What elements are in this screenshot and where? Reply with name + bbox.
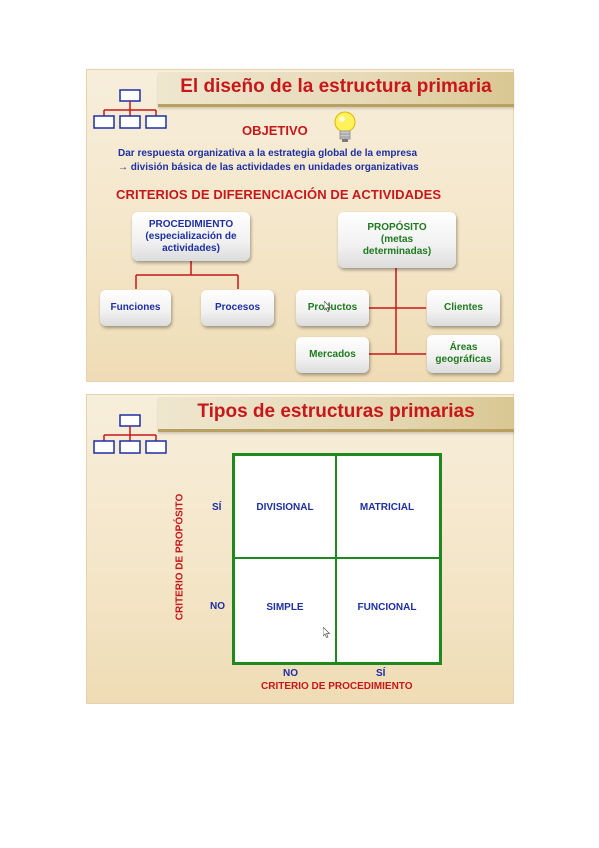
proposito-subtitle: (metas xyxy=(380,234,414,245)
slide-title: El diseño de la estructura primaria xyxy=(180,76,492,97)
clientes-box: Clientes xyxy=(427,290,500,326)
objetivo-line-2: → división básica de las actividades en … xyxy=(118,161,419,173)
areas-geograficas-box: Áreas geográficas xyxy=(427,335,500,373)
x-axis-low-label: NO xyxy=(283,668,298,679)
funciones-box: Funciones xyxy=(100,290,171,326)
procedimiento-title: PROCEDIMIENTO xyxy=(148,218,234,230)
lightbulb-icon xyxy=(334,111,356,142)
matrix-divider-horizontal xyxy=(235,557,439,559)
areas-line-2: geográficas xyxy=(435,354,492,365)
procedimiento-subtitle-2: actividades) xyxy=(162,242,220,254)
slide-estructura-primaria: El diseño de la estructura primaria OBJE… xyxy=(86,69,514,382)
cell-funcional: FUNCIONAL xyxy=(357,602,417,613)
mouse-cursor-icon xyxy=(324,301,332,312)
x-axis-high-label: SÍ xyxy=(376,668,386,679)
proposito-subtitle-2: determinadas) xyxy=(362,246,432,257)
y-axis-title: CRITERIO DE PROPÓSITO xyxy=(174,493,186,621)
procesos-box: Procesos xyxy=(201,290,274,326)
objetivo-label: OBJETIVO xyxy=(242,123,308,138)
procedimiento-subtitle: (especialización de xyxy=(145,230,237,242)
productos-box: Productos xyxy=(296,290,369,326)
mercados-box: Mercados xyxy=(296,337,369,373)
slide-tipos-estructuras: Tipos de estructuras primarias DIVISIONA… xyxy=(86,394,514,704)
y-axis-high-label: SÍ xyxy=(212,502,222,513)
procedimiento-box: PROCEDIMIENTO (especialización de activi… xyxy=(132,212,250,261)
mouse-cursor-icon xyxy=(323,627,331,638)
slide-title: Tipos de estructuras primarias xyxy=(197,401,475,422)
structure-matrix: DIVISIONAL MATRICIAL SIMPLE FUNCIONAL xyxy=(232,453,442,665)
x-axis-title: CRITERIO DE PROCEDIMIENTO xyxy=(261,681,413,692)
proposito-title: PROPÓSITO xyxy=(367,222,427,233)
areas-line-1: Áreas xyxy=(449,342,478,353)
title-bar: Tipos de estructuras primarias xyxy=(158,397,514,432)
proposito-box: PROPÓSITO (metas determinadas) xyxy=(338,212,456,268)
connector-lines xyxy=(135,261,426,355)
matrix-divider-vertical xyxy=(335,456,337,662)
org-chart-icon xyxy=(93,89,167,129)
objetivo-description: Dar respuesta organizativa a la estrateg… xyxy=(118,147,498,174)
objetivo-line-1: Dar respuesta organizativa a la estrateg… xyxy=(118,148,418,159)
criterios-heading: CRITERIOS DE DIFERENCIACIÓN DE ACTIVIDAD… xyxy=(116,187,442,202)
cell-divisional: DIVISIONAL xyxy=(256,502,314,513)
y-axis-low-label: NO xyxy=(210,601,225,612)
cell-matricial: MATRICIAL xyxy=(359,502,415,513)
org-chart-icon xyxy=(93,414,167,454)
title-bar: El diseño de la estructura primaria xyxy=(158,72,514,107)
cell-simple: SIMPLE xyxy=(266,602,304,613)
